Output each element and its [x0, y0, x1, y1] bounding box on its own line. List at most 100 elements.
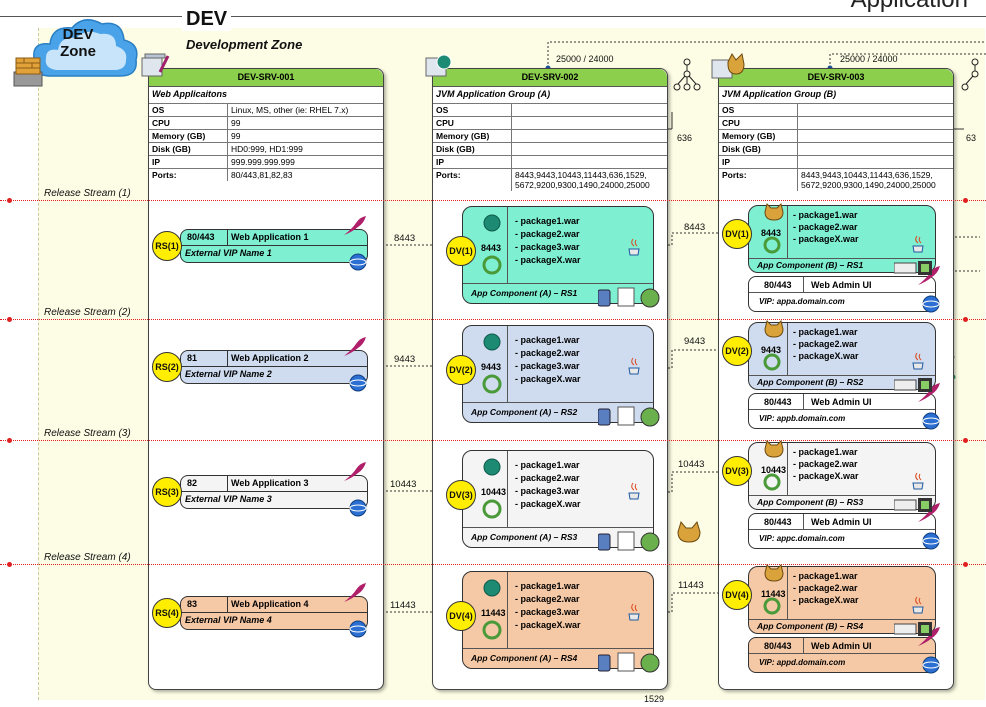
prop-value: 8443,9443,10443,11443,636,1529, 5672,920… — [511, 168, 667, 191]
admin-vip: VIP: appc.domain.com — [759, 534, 845, 543]
component-port: 11443 — [481, 608, 506, 618]
divider — [787, 323, 788, 375]
prop-key: Memory (GB) — [719, 129, 798, 143]
prop-row: IP — [433, 155, 667, 169]
package-item: - package2.war — [793, 459, 858, 469]
release-stream-line — [0, 440, 986, 441]
admin-port: 80/443 — [764, 280, 792, 290]
prop-value — [797, 116, 953, 130]
package-item: - package1.war — [515, 335, 580, 345]
release-stream-dot — [963, 562, 968, 567]
package-item: - package2.war — [515, 348, 580, 358]
globe-icon — [349, 374, 367, 397]
prop-value — [511, 129, 667, 143]
web-app-vip: External VIP Name 3 — [185, 494, 272, 504]
release-stream-label: Release Stream (4) — [44, 552, 131, 563]
admin-vip: VIP: appb.domain.com — [759, 414, 846, 423]
divider — [803, 638, 804, 653]
env-title: DEV — [182, 8, 232, 31]
divider — [803, 394, 804, 409]
server2-name: DEV-SRV-002 — [433, 69, 667, 87]
tools-icon — [597, 286, 662, 315]
divider — [749, 292, 935, 293]
divider — [803, 514, 804, 529]
java-icon — [625, 356, 643, 381]
prop-row: OS — [433, 103, 667, 117]
divider — [463, 527, 653, 528]
globe-icon — [349, 499, 367, 522]
prop-row: Memory (GB)99 — [149, 129, 383, 143]
prop-key: Ports: — [433, 168, 512, 191]
deploy-badge: DV(3) — [446, 480, 476, 510]
divider — [749, 619, 935, 620]
app-component-box[interactable]: 11443- package1.war- package2.war- packa… — [748, 564, 936, 634]
package-item: - package2.war — [793, 583, 858, 593]
prop-key: Ports: — [719, 168, 798, 191]
app-component-box[interactable]: 10443- package1.war- package2.war- packa… — [748, 440, 936, 510]
prop-row: Memory (GB) — [433, 129, 667, 143]
release-stream-dot — [963, 438, 968, 443]
release-stream-dot — [7, 198, 12, 203]
prop-value — [511, 142, 667, 156]
component-port: 11443 — [761, 589, 786, 599]
connector-port-label: 11443 — [390, 600, 416, 611]
apache-feather-icon — [342, 461, 368, 488]
divider — [227, 597, 228, 612]
prop-key: Disk (GB) — [433, 142, 512, 156]
package-item: - package1.war — [793, 327, 858, 337]
prop-key: OS — [149, 103, 228, 117]
tools-icon — [597, 405, 662, 434]
connector-port-label: 8443 — [394, 233, 416, 244]
java-icon — [625, 237, 643, 262]
prop-key: IP — [149, 155, 228, 169]
prop-key: OS — [433, 103, 512, 117]
prop-key: IP — [433, 155, 512, 169]
divider — [787, 206, 788, 258]
package-item: - packageX.war — [793, 595, 859, 605]
web-app-port: 82 — [187, 478, 198, 488]
release-stream-dot — [7, 562, 12, 567]
apache-feather-icon — [342, 336, 368, 363]
app-component-box[interactable]: 10443- package1.war- package2.war- packa… — [462, 450, 654, 548]
prop-value: HD0:999, HD1:999 — [227, 142, 383, 156]
deploy-badge: DV(4) — [722, 580, 752, 610]
app-component-box[interactable]: 8443- package1.war- package2.war- packag… — [748, 203, 936, 273]
component-label: App Component (B) – RS4 — [757, 621, 864, 631]
prop-value: 999.999.999.999 — [227, 155, 383, 169]
prop-row: IP — [719, 155, 953, 169]
package-item: - package3.war — [515, 607, 580, 617]
prop-row: Ports:8443,9443,10443,11443,636,1529, 56… — [433, 168, 667, 191]
application-title: Application — [851, 0, 968, 14]
connector-port-label: 11443 — [678, 580, 704, 591]
prop-key: IP — [719, 155, 798, 169]
prop-key: CPU — [149, 116, 228, 130]
tools-icon — [597, 530, 662, 559]
divider — [227, 230, 228, 245]
deploy-badge: DV(3) — [722, 456, 752, 486]
component-label: App Component (B) – RS2 — [757, 377, 864, 387]
web-app-vip: External VIP Name 4 — [185, 615, 272, 625]
divider — [787, 443, 788, 495]
divider — [181, 491, 367, 492]
package-item: - package1.war — [793, 210, 858, 220]
app-component-box[interactable]: 9443- package1.war- package2.war- packag… — [462, 325, 654, 423]
prop-row: Memory (GB) — [719, 129, 953, 143]
prop-row: Disk (GB) — [719, 142, 953, 156]
prop-row: Disk (GB) — [433, 142, 667, 156]
prop-value — [511, 116, 667, 130]
package-item: - packageX.war — [793, 234, 859, 244]
prop-key: CPU — [719, 116, 798, 130]
app-component-box[interactable]: 9443- package1.war- package2.war- packag… — [748, 320, 936, 390]
divider — [181, 366, 367, 367]
divider — [507, 451, 508, 527]
release-stream-badge: RS(1) — [152, 231, 182, 261]
